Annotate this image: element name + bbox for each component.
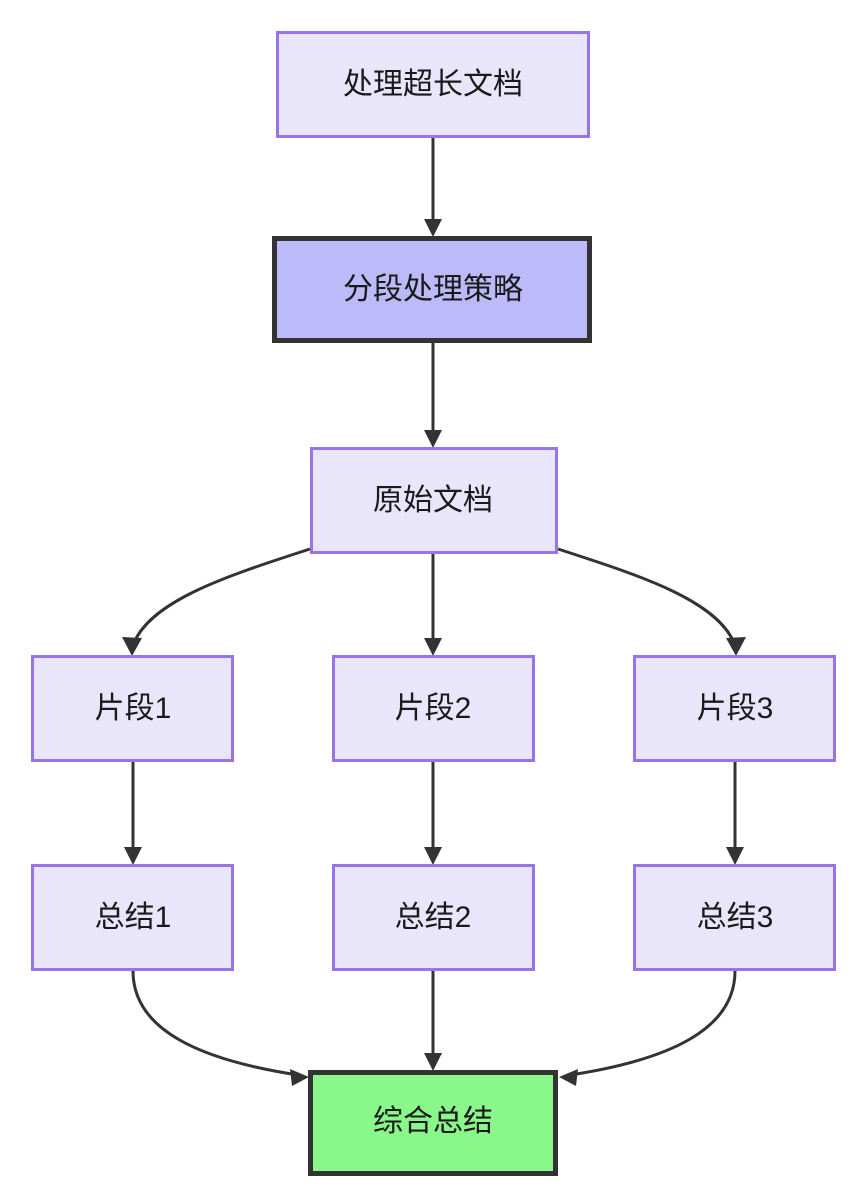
edge-chunk1-summary1 — [124, 762, 142, 865]
edge-original-chunk1 — [122, 547, 311, 656]
edge-layer — [122, 138, 746, 1086]
node-chunk2[interactable]: 片段2 — [332, 655, 535, 762]
node-chunk2-box[interactable] — [332, 655, 535, 762]
node-layer: 处理超长文档 分段处理策略 原始文档 片段1 片段2 片段3 — [31, 31, 836, 1176]
edge-chunk2-summary2 — [424, 762, 442, 865]
node-chunk1[interactable]: 片段1 — [31, 655, 234, 762]
node-chunk3-box[interactable] — [633, 655, 836, 762]
node-strategy[interactable]: 分段处理策略 — [272, 236, 592, 343]
node-chunk3[interactable]: 片段3 — [633, 655, 836, 762]
node-summary3[interactable]: 总结3 — [633, 864, 836, 971]
node-chunk1-box[interactable] — [31, 655, 234, 762]
edge-original-chunk3 — [557, 547, 746, 656]
node-doc[interactable]: 处理超长文档 — [276, 31, 590, 138]
node-final-box[interactable] — [308, 1070, 558, 1176]
edge-chunk3-summary3 — [726, 762, 744, 865]
node-final[interactable]: 综合总结 — [308, 1070, 558, 1176]
node-summary2[interactable]: 总结2 — [332, 864, 535, 971]
edge-summary3-final — [559, 970, 737, 1086]
node-summary1-box[interactable] — [31, 864, 234, 971]
node-summary1[interactable]: 总结1 — [31, 864, 234, 971]
edge-summary1-final — [131, 970, 309, 1086]
node-doc-box[interactable] — [276, 31, 590, 138]
node-strategy-box[interactable] — [272, 236, 592, 343]
node-summary3-box[interactable] — [633, 864, 836, 971]
node-original[interactable]: 原始文档 — [310, 447, 558, 554]
node-original-box[interactable] — [310, 447, 558, 554]
edge-summary2-final — [424, 971, 442, 1071]
node-summary2-box[interactable] — [332, 864, 535, 971]
edge-doc-strategy — [424, 138, 442, 237]
edge-strategy-original — [424, 343, 442, 448]
edge-original-chunk2 — [424, 554, 442, 656]
